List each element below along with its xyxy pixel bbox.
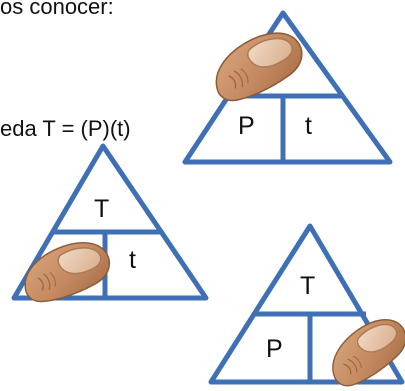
letter-t: t [129, 246, 136, 274]
letter-P: P [266, 335, 283, 363]
letter-T: T [94, 195, 109, 223]
finger-icon [320, 308, 405, 391]
triangle-find-P: T t [14, 146, 206, 309]
letter-P: P [238, 112, 255, 140]
triangle-find-t: T P [211, 226, 405, 391]
letter-T: T [300, 272, 315, 300]
letter-t: t [305, 112, 312, 140]
triangle-find-T: P t [185, 13, 390, 162]
